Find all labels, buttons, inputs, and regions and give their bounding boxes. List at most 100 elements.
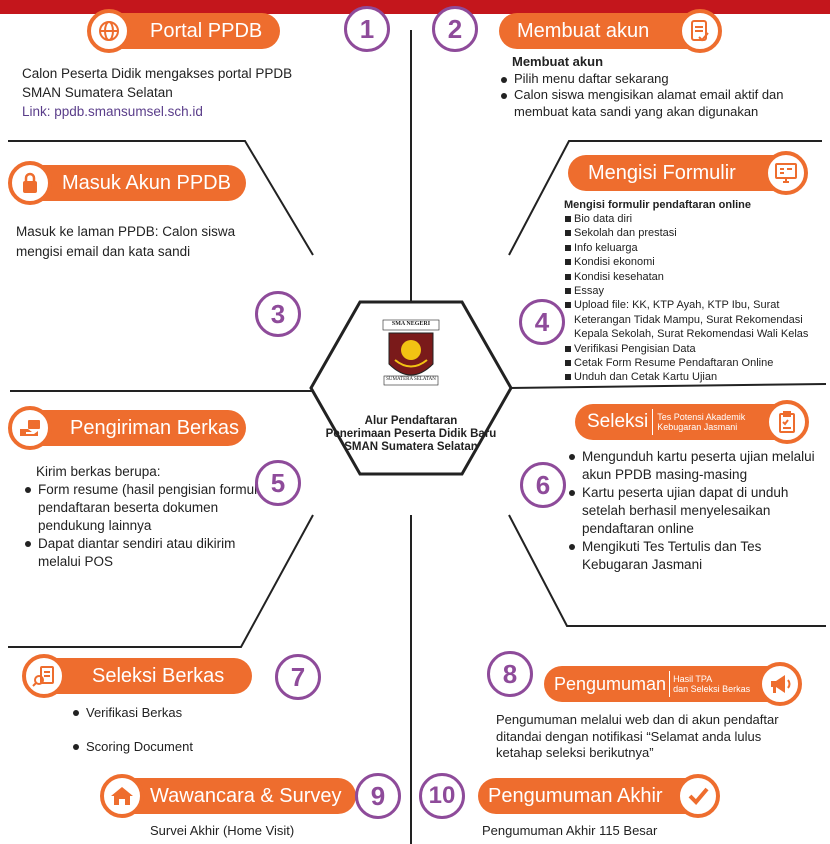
step-6-sub-line: Kebugaran Jasmani [657,422,738,432]
list-item: Essay [564,284,826,298]
megaphone-icon [758,662,802,706]
globe-icon [87,9,131,53]
list-item: Mengikuti Tes Tertulis dan Tes Kebugaran… [566,538,828,574]
list-item: Verifikasi Berkas [70,704,270,721]
line-right-1 [508,140,822,256]
step-1-line: SMAN Sumatera Selatan [22,85,173,100]
list-item: Sekolah dan prestasi [564,226,826,240]
step-8-sub-line: dan Seleksi Berkas [673,684,751,694]
step-8-sub-line: Hasil TPA [673,674,713,684]
step-10-title: Pengumuman Akhir [488,784,663,807]
list-item: Bio data diri [564,212,826,226]
clipboard-check-icon [765,400,809,444]
divider [652,409,654,435]
step-7-number: 7 [275,654,321,700]
step-2-pill: Membuat akun [499,9,722,53]
step-7-text: Verifikasi Berkas Scoring Document [70,704,270,755]
portal-link[interactable]: Link: ppdb.smansumsel.sch.id [22,104,203,119]
center-title-line: Alur Pendaftaran [364,415,458,427]
list-item: Verifikasi Pengisian Data [564,342,826,356]
step-1-line: Calon Peserta Didik mengakses portal PPD… [22,66,293,81]
list-item: Upload file: KK, KTP Ayah, KTP Ibu, Sura… [564,298,826,341]
list-item: Cetak Form Resume Pendaftaran Online [564,356,826,370]
step-10-text: Pengumuman Akhir 115 Besar [482,823,658,838]
list-item: Kondisi ekonomi [564,255,826,269]
step-9-title: Wawancara & Survey [150,784,342,807]
step-6-pill: Seleksi Tes Potensi Akademik Kebugaran J… [575,400,809,444]
line-right-2 [508,383,827,389]
step-1-pill: Portal PPDB [87,9,280,53]
list-item: Form resume (hasil pengisian formulir pe… [22,481,272,535]
step-2-text: Membuat akun Pilih menu daftar sekarang … [498,54,818,120]
center-title-line: SMAN Sumatera Selatan [344,441,478,453]
step-9-number: 9 [355,773,401,819]
list-item: Kondisi kesehatan [564,270,826,284]
list-item: Mengunduh kartu peserta ujian melalui ak… [566,448,828,484]
step-6-title: Seleksi [587,411,649,432]
form-monitor-icon [764,151,808,195]
hand-send-icon [8,406,52,450]
step-6-text: Mengunduh kartu peserta ujian melalui ak… [566,448,828,574]
step-10-pill: Pengumuman Akhir [478,774,720,818]
top-bar [0,0,830,14]
step-8-title: Pengumuman [554,673,667,694]
center-title-line: Penerimaan Peserta Didik Baru [325,428,497,440]
step-6-sub-line: Tes Potensi Akademik [657,412,746,422]
step-10-number: 10 [419,773,465,819]
document-edit-icon [678,9,722,53]
emblem-bottom-text: SUMATERA SELATAN [386,377,436,382]
list-item: Dapat diantar sendiri atau dikirim melal… [22,535,272,571]
step-1-title: Portal PPDB [150,19,263,42]
step-4-text: Mengisi formulir pendaftaran online Bio … [564,199,826,385]
list-item: Kartu peserta ujian dapat di unduh setel… [566,484,828,538]
step-5-title: Pengiriman Berkas [70,416,239,439]
step-2-heading: Membuat akun [512,54,604,69]
checkmark-icon [676,774,720,818]
list-item: Pilih menu daftar sekarang [498,71,818,88]
step-1-text: Calon Peserta Didik mengakses portal PPD… [22,64,322,121]
step-3-line: Masuk ke laman PPDB: Calon siswa [16,224,236,239]
divider [669,671,671,697]
step-3-pill: Masuk Akun PPDB [8,161,246,205]
step-8-number: 8 [487,651,533,697]
step-4-number: 4 [519,299,565,345]
step-3-title: Masuk Akun PPDB [62,171,231,194]
step-4-heading: Mengisi formulir pendaftaran online [564,199,752,211]
step-5-text: Kirim berkas berupa: Form resume (hasil … [22,463,272,571]
list-item: Unduh dan Cetak Kartu Ujian [564,370,826,384]
line-right-3 [508,514,826,627]
step-7-pill: Seleksi Berkas [22,654,252,698]
lock-icon [8,161,52,205]
step-1-number: 1 [344,6,390,52]
document-search-icon [22,654,66,698]
list-item: Calon siswa mengisikan alamat email akti… [498,87,818,120]
step-3-text: Masuk ke laman PPDB: Calon siswa mengisi… [16,222,286,262]
step-8-subtitle: Hasil TPA dan Seleksi Berkas [673,674,750,694]
emblem-top-text: SMA NEGERI [391,321,431,327]
step-6-subtitle: Tes Potensi Akademik Kebugaran Jasmani [657,412,745,432]
step-5-pill: Pengiriman Berkas [8,406,246,450]
step-2-title: Membuat akun [517,19,650,42]
step-5-number: 5 [255,460,301,506]
step-8-text: Pengumuman melalui web dan di akun penda… [496,712,779,760]
line-left-3 [8,514,314,648]
step-7-title: Seleksi Berkas [92,664,225,687]
step-3-number: 3 [255,291,301,337]
center-hexagon [309,300,513,476]
list-item: Scoring Document [70,738,270,755]
step-6-number: 6 [520,462,566,508]
step-9-text: Survei Akhir (Home Visit) [150,823,295,838]
center-title: Alur Pendaftaran Penerimaan Peserta Didi… [313,415,509,454]
step-8-pill: Pengumuman Hasil TPA dan Seleksi Berkas [544,662,802,706]
home-icon [100,774,144,818]
school-emblem [382,319,440,386]
list-item: Info keluarga [564,241,826,255]
step-3-line: mengisi email dan kata sandi [16,244,191,259]
step-9-pill: Wawancara & Survey [100,774,356,818]
step-4-pill: Mengisi Formulir [568,151,808,195]
line-left-1 [8,140,314,256]
step-2-number: 2 [432,6,478,52]
step-4-title: Mengisi Formulir [588,161,736,184]
step-5-intro: Kirim berkas berupa: [36,464,161,479]
